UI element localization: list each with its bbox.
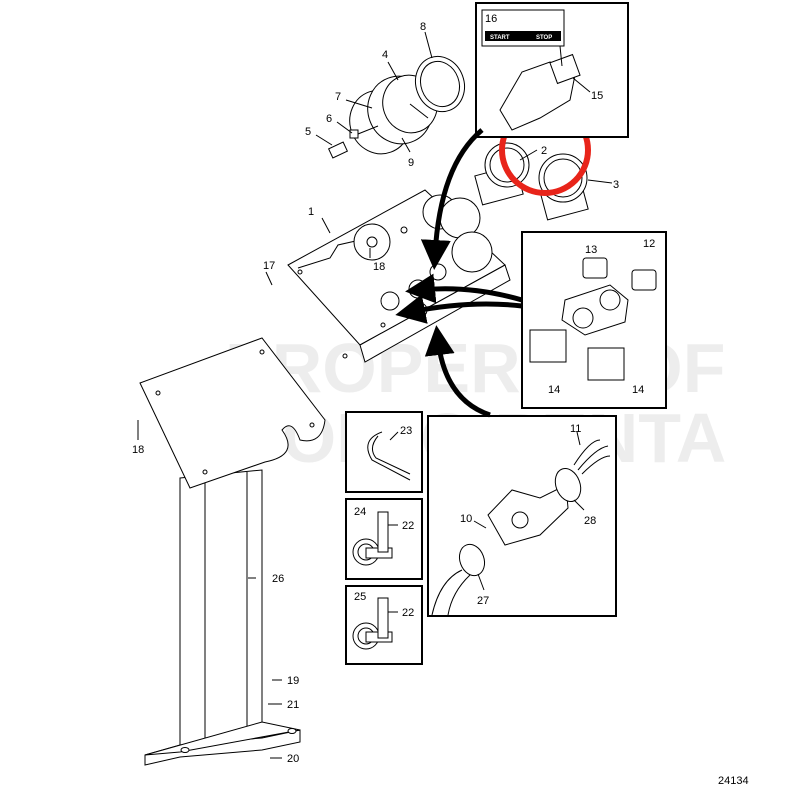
detail-box-key-switch: START STOP <box>475 2 629 138</box>
part-label-19: 19 <box>287 675 299 687</box>
detail-box-connector <box>427 415 617 617</box>
detail-box-clamp-24 <box>345 498 423 580</box>
part-label-14-left: 14 <box>548 384 560 396</box>
detail-box-clamp-25 <box>345 585 423 665</box>
leader-lines <box>137 31 613 759</box>
stop-label: STOP <box>536 35 552 41</box>
part-labels: 1 2 3 4 5 6 7 8 9 10 11 12 13 14 14 15 1… <box>132 13 655 765</box>
part-label-14-right: 14 <box>632 384 644 396</box>
part-label-24: 24 <box>354 506 366 518</box>
part-label-1: 1 <box>308 206 314 218</box>
part-label-11: 11 <box>570 423 581 435</box>
detail-box-buttons <box>521 231 667 409</box>
part-label-22-top: 22 <box>402 520 414 532</box>
part-label-27: 27 <box>477 595 489 607</box>
mounting-plate <box>139 337 326 489</box>
drawing-number: 24134 <box>718 775 749 787</box>
part-label-21: 21 <box>287 699 299 711</box>
tachometer-assembly <box>327 55 466 159</box>
assembly-arrows <box>395 128 523 418</box>
part-label-20: 20 <box>287 753 299 765</box>
part-label-22-bottom: 22 <box>402 607 414 619</box>
part-label-16: 16 <box>485 13 497 25</box>
part-label-5: 5 <box>305 126 311 138</box>
pedestal-column <box>144 469 301 766</box>
part-label-2: 2 <box>541 145 547 157</box>
start-label: START <box>490 35 510 41</box>
part-label-7: 7 <box>335 91 341 103</box>
part-label-25: 25 <box>354 591 366 603</box>
part-label-18-panel: 18 <box>373 261 385 273</box>
part-label-17: 17 <box>263 260 275 272</box>
part-label-10: 10 <box>460 513 472 525</box>
part-label-23: 23 <box>400 425 412 437</box>
part-label-26: 26 <box>272 573 284 585</box>
part-label-9: 9 <box>408 157 414 169</box>
part-label-15: 15 <box>591 90 603 102</box>
part-label-8: 8 <box>420 21 426 33</box>
detail-box-clip <box>345 411 423 493</box>
part-label-6: 6 <box>326 113 332 125</box>
part-label-12: 12 <box>643 238 655 250</box>
part-label-4: 4 <box>382 49 388 61</box>
part-label-28: 28 <box>584 515 596 527</box>
part-label-3: 3 <box>613 179 619 191</box>
part-label-13: 13 <box>585 244 597 256</box>
part-label-18-plate: 18 <box>132 444 144 456</box>
